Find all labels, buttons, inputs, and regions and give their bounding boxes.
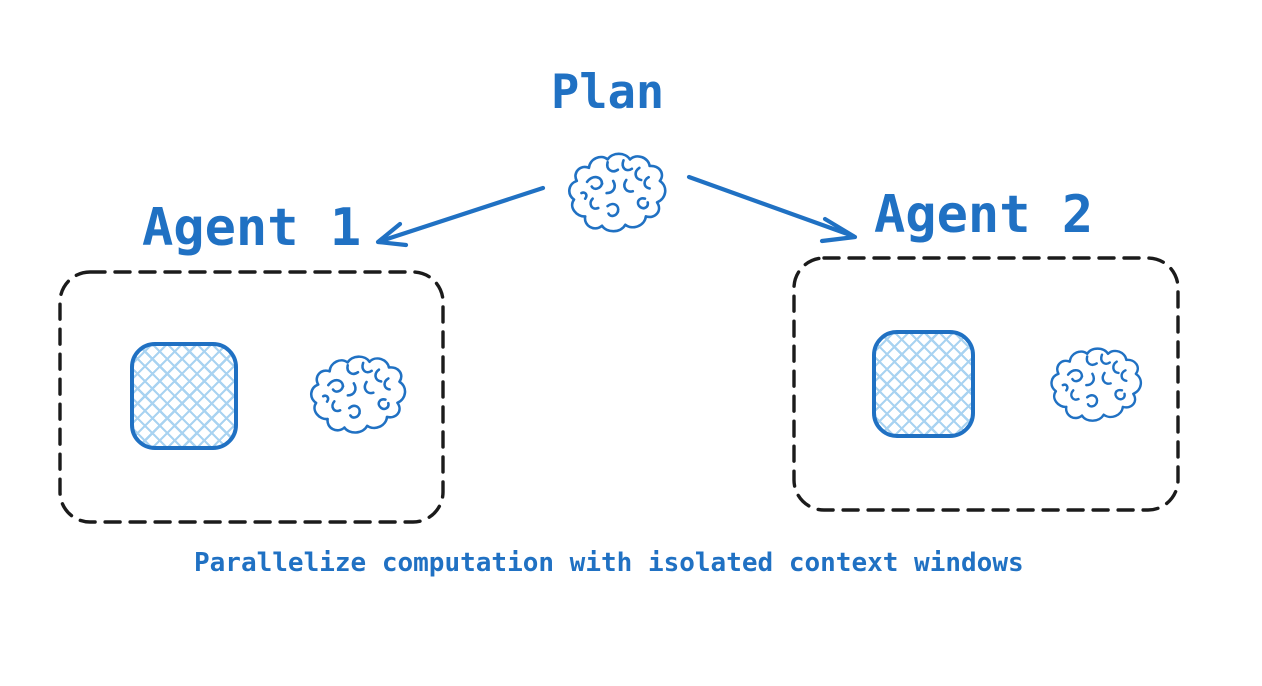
plan-title: Plan	[551, 65, 665, 120]
agent-1-box	[58, 270, 445, 524]
agent-1-brain-icon	[301, 352, 414, 440]
arrow-to-agent-1	[375, 185, 546, 248]
agent-1-label: Agent 1	[142, 198, 362, 258]
arrow-to-agent-2	[686, 174, 858, 244]
agent-2-label: Agent 2	[874, 185, 1094, 245]
caption: Parallelize computation with isolated co…	[194, 548, 1024, 578]
plan-brain-icon	[560, 150, 672, 238]
agent-2-context-window-icon	[872, 330, 975, 438]
agent-2-box	[792, 256, 1180, 512]
agent-2-brain-icon	[1042, 346, 1148, 426]
agent-1-context-window-icon	[130, 342, 238, 450]
